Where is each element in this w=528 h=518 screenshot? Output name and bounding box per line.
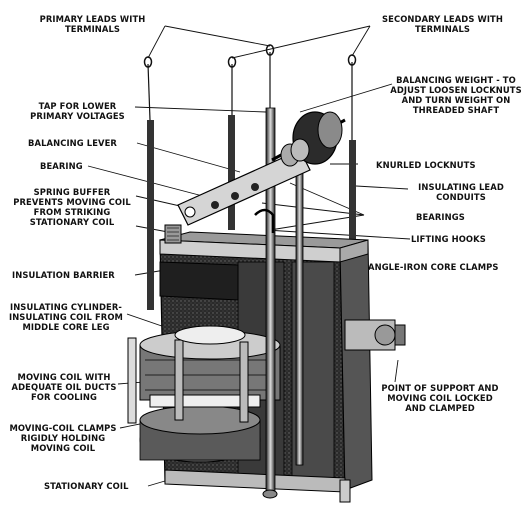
label-angle-iron-core-clamps: ANGLE-IRON CORE CLAMPS xyxy=(368,262,499,272)
label-moving-coil: MOVING COIL WITH ADEQUATE OIL DUCTS FOR … xyxy=(11,372,117,402)
label-balancing-weight: BALANCING WEIGHT - TO ADJUST LOOSEN LOCK… xyxy=(390,75,522,115)
label-spring-buffer: SPRING BUFFER PREVENTS MOVING COIL FROM … xyxy=(13,187,131,227)
label-insulating-lead-conduits: INSULATING LEAD CONDUITS xyxy=(418,182,504,202)
label-primary-leads: PRIMARY LEADS WITH TERMINALS xyxy=(39,14,146,34)
balancing-weight xyxy=(271,111,346,167)
label-insulating-cylinder: INSULATING CYLINDER- INSULATING COIL FRO… xyxy=(8,302,123,332)
label-bearings: BEARINGS xyxy=(416,212,465,222)
label-bearing: BEARING xyxy=(40,161,83,171)
label-stationary-coil: STATIONARY COIL xyxy=(44,481,129,491)
label-secondary-leads: SECONDARY LEADS WITH TERMINALS xyxy=(382,14,503,34)
label-insulation-barrier: INSULATION BARRIER xyxy=(12,270,115,280)
label-tap-lower-primary: TAP FOR LOWER PRIMARY VOLTAGES xyxy=(30,101,125,121)
label-moving-coil-clamps: MOVING-COIL CLAMPS RIGIDLY HOLDING MOVIN… xyxy=(9,423,117,453)
label-lifting-hooks: LIFTING HOOKS xyxy=(411,234,486,244)
support-lock xyxy=(344,319,406,351)
moving-coil xyxy=(127,325,281,424)
insulation-barrier xyxy=(159,261,239,301)
lead-conduits xyxy=(143,44,357,310)
balancing-lever xyxy=(164,149,311,244)
label-point-of-support: POINT OF SUPPORT AND MOVING COIL LOCKED … xyxy=(381,383,499,413)
label-balancing-lever: BALANCING LEVER xyxy=(28,138,117,148)
label-knurled-locknuts: KNURLED LOCKNUTS xyxy=(376,160,476,170)
stationary-coil xyxy=(139,405,261,463)
